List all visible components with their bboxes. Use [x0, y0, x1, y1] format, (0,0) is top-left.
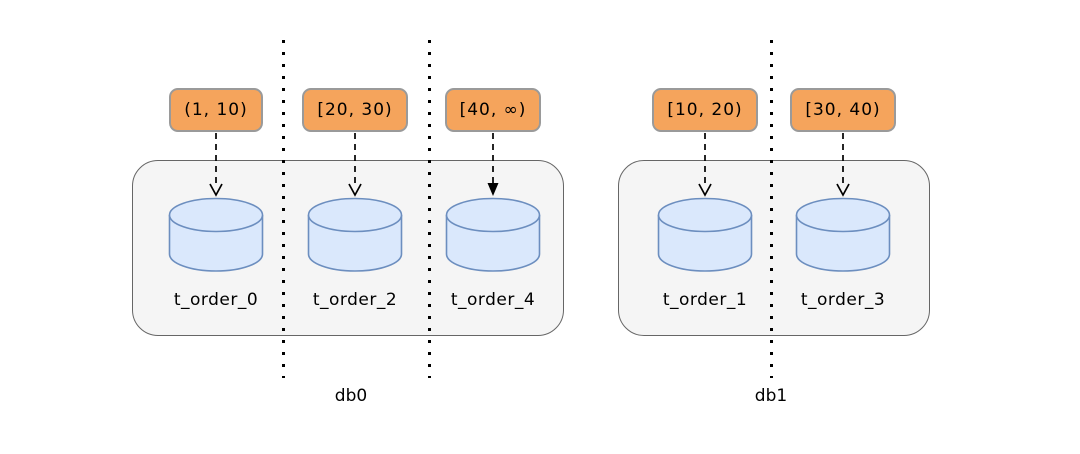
range-label: (1, 10) [169, 88, 263, 132]
dashed-arrow-down-icon [348, 133, 362, 197]
database-table-cylinder-icon [445, 197, 541, 272]
dashed-arrow-down-icon [698, 133, 712, 197]
table-name: t_order_4 [450, 290, 536, 310]
table-name: t_order_0 [173, 290, 259, 310]
shard-column-t-order-0: (1, 10) t_order_0 [146, 88, 286, 310]
database-table-cylinder-icon [795, 197, 891, 272]
shard-column-t-order-3: [30, 40) t_order_3 [773, 88, 913, 310]
shard-separator-line [428, 40, 431, 378]
dashed-arrow-down-icon [487, 133, 499, 196]
shard-column-t-order-2: [20, 30) t_order_2 [285, 88, 425, 310]
table-name: t_order_3 [800, 290, 886, 310]
database-table-cylinder-icon [168, 197, 264, 272]
shard-column-t-order-4: [40, ∞) t_order_4 [423, 88, 563, 310]
range-label: [20, 30) [302, 88, 408, 132]
db-name-label: db1 [754, 386, 788, 406]
shard-separator-line [770, 40, 773, 378]
range-label: [40, ∞) [444, 88, 542, 132]
table-name: t_order_1 [662, 290, 748, 310]
range-label: [10, 20) [652, 88, 758, 132]
db-name-label: db0 [334, 386, 368, 406]
shard-column-t-order-1: [10, 20) t_order_1 [635, 88, 775, 310]
dashed-arrow-down-icon [209, 133, 223, 197]
range-label: [30, 40) [790, 88, 896, 132]
shard-separator-line [282, 40, 285, 378]
database-table-cylinder-icon [657, 197, 753, 272]
dashed-arrow-down-icon [836, 133, 850, 197]
database-table-cylinder-icon [307, 197, 403, 272]
table-name: t_order_2 [312, 290, 398, 310]
